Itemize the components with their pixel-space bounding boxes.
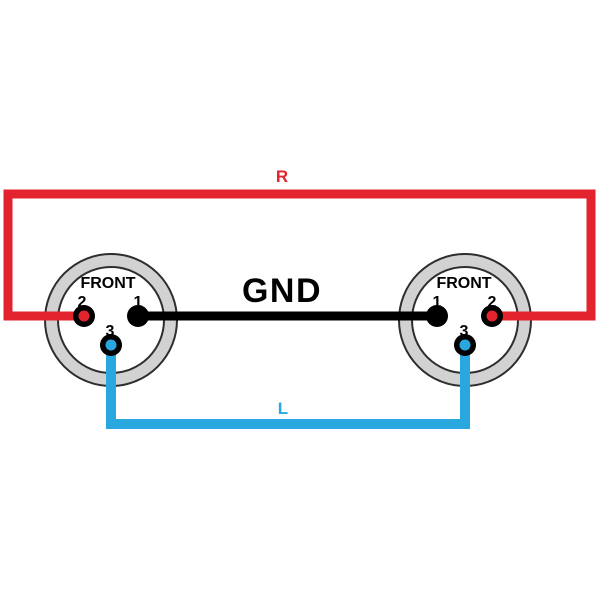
ground-wire-label: GND (242, 272, 322, 310)
right-wire-label: R (276, 167, 288, 186)
left-pin-3-number: 3 (106, 323, 115, 340)
left-pin-2-core (78, 310, 90, 322)
right-pin-2-core (486, 310, 498, 322)
left-pin-1 (127, 305, 149, 327)
left-wire-label: L (278, 399, 288, 418)
right-pin-1 (426, 305, 448, 327)
left-pin-3-core (105, 339, 117, 351)
right-pin-3-core (459, 339, 471, 351)
right-pin-1-number: 1 (433, 294, 442, 311)
left-pin-1-number: 1 (134, 294, 143, 311)
left-front-label: FRONT (80, 275, 135, 292)
right-front-label: FRONT (436, 275, 491, 292)
right-pin-3-number: 3 (460, 323, 469, 340)
left-pin-2-number: 2 (78, 294, 87, 311)
left-channel-wire (106, 345, 470, 429)
right-channel-wire (3, 189, 596, 321)
right-pin-2-number: 2 (488, 294, 497, 311)
